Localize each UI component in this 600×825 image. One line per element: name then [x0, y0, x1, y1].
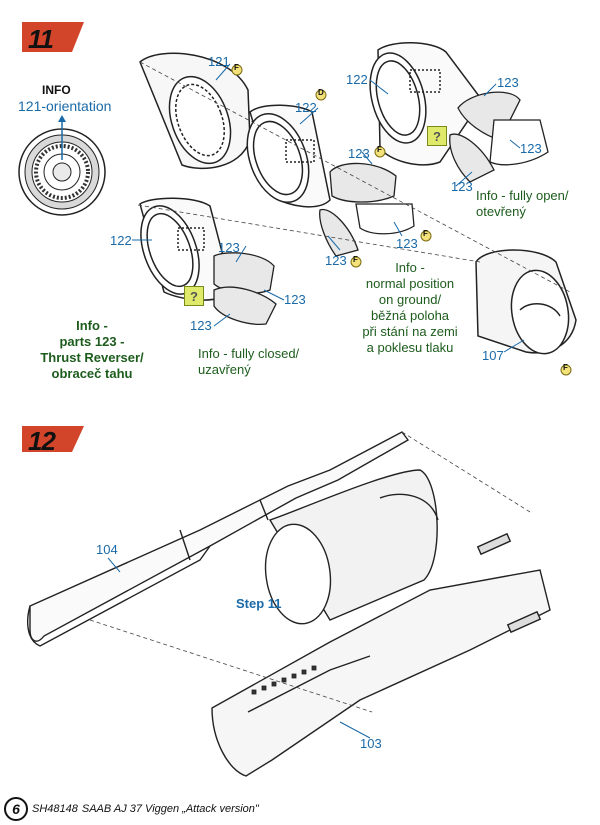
part-123-label-8: 123 [284, 292, 306, 307]
glue-marker-6: F [563, 363, 568, 372]
part-123-label-6: 123 [325, 253, 347, 268]
part-107-fairing [475, 249, 577, 355]
info-fully-open-line1: Info - fully open/ [476, 188, 569, 203]
glue-marker-3: F [377, 145, 382, 154]
assembly-axis-step11 [137, 61, 571, 293]
glue-marker-1: F [234, 63, 239, 72]
info-parts-line3: Thrust Reverser/ [40, 350, 144, 365]
info-normal-position: Info - normal position on ground/ běžná … [350, 260, 470, 356]
glue-marker-icons [231, 64, 572, 376]
part-123-label-3: 123 [451, 179, 473, 194]
part-121-ring [139, 52, 251, 170]
nozzle-orientation-disc [18, 115, 106, 216]
part-123-label-7: 123 [218, 240, 240, 255]
part-103-label: 103 [360, 736, 382, 751]
leader-lines-step11 [132, 63, 525, 353]
part-122-label-upper: 122 [346, 72, 368, 87]
question-mark-icon-1: ? [427, 126, 447, 146]
part-104-label: 104 [96, 542, 118, 557]
step-11-badge: 11 [22, 22, 84, 54]
page-footer: 6 SH48148 SAAB AJ 37 Viggen „Attack vers… [4, 796, 259, 822]
info-parts-line2: parts 123 - [59, 334, 125, 349]
part-123-petals [213, 91, 549, 325]
model-name: SAAB AJ 37 Viggen „Attack version" [81, 803, 259, 815]
part-122-label-middle: 122 [295, 100, 317, 115]
part-123-label-1: 123 [497, 75, 519, 90]
part-122-ring-lower [139, 197, 233, 301]
info-fully-open: Info - fully open/ otevřený [476, 188, 569, 220]
part-103-panel [211, 532, 551, 777]
step-11-badge-shape [22, 22, 84, 52]
info-parts-123: Info - parts 123 - Thrust Reverser/ obra… [30, 318, 154, 382]
info-title: INFO [42, 83, 71, 97]
kit-code: SH48148 [32, 803, 78, 815]
info-normal-line2: normal position [365, 276, 455, 291]
info-fully-closed-line1: Info - fully closed/ [198, 346, 300, 361]
step-11-reference: Step 11 [236, 596, 282, 611]
step-12-number: 12 [28, 426, 56, 456]
question-mark-icon-2: ? [184, 286, 204, 306]
part-123-label-9: 123 [190, 318, 212, 333]
part-123-label-4: 123 [348, 146, 370, 161]
info-normal-line5: při stání na zemi [362, 324, 458, 339]
step-12-badge: 12 [22, 424, 84, 456]
info-fully-closed: Info - fully closed/ uzavřený [198, 346, 299, 378]
glue-marker-5: F [353, 255, 358, 264]
part-122-label-lower: 122 [110, 233, 132, 248]
step-12-badge-shape [22, 426, 84, 452]
assembly-axis-step12 [89, 431, 531, 713]
part-104-panel [27, 431, 410, 647]
part-122-ring-middle [246, 104, 331, 208]
glue-marker-4: F [423, 229, 428, 238]
info-orientation-label: 121-orientation [18, 98, 112, 114]
info-normal-line6: a poklesu tlaku [366, 340, 454, 355]
info-normal-line4: běžná poloha [370, 308, 450, 323]
info-fully-open-line2: otevřený [476, 204, 526, 219]
page-number: 6 [4, 797, 28, 821]
part-107-label: 107 [482, 348, 504, 363]
part-123-label-5: 123 [396, 236, 418, 251]
part-121-label: 121 [208, 54, 230, 69]
leader-lines-step12 [107, 557, 371, 739]
info-normal-line1: Info - [395, 260, 425, 275]
info-parts-line4: obraceč tahu [51, 366, 133, 381]
step-11-number: 11 [28, 24, 54, 54]
part-123-label-2: 123 [520, 141, 542, 156]
info-normal-line3: on ground/ [378, 292, 442, 307]
info-fully-closed-line2: uzavřený [198, 362, 251, 377]
glue-marker-2: D [318, 88, 324, 97]
engine-core [264, 469, 439, 625]
info-parts-line1: Info - [76, 318, 108, 333]
